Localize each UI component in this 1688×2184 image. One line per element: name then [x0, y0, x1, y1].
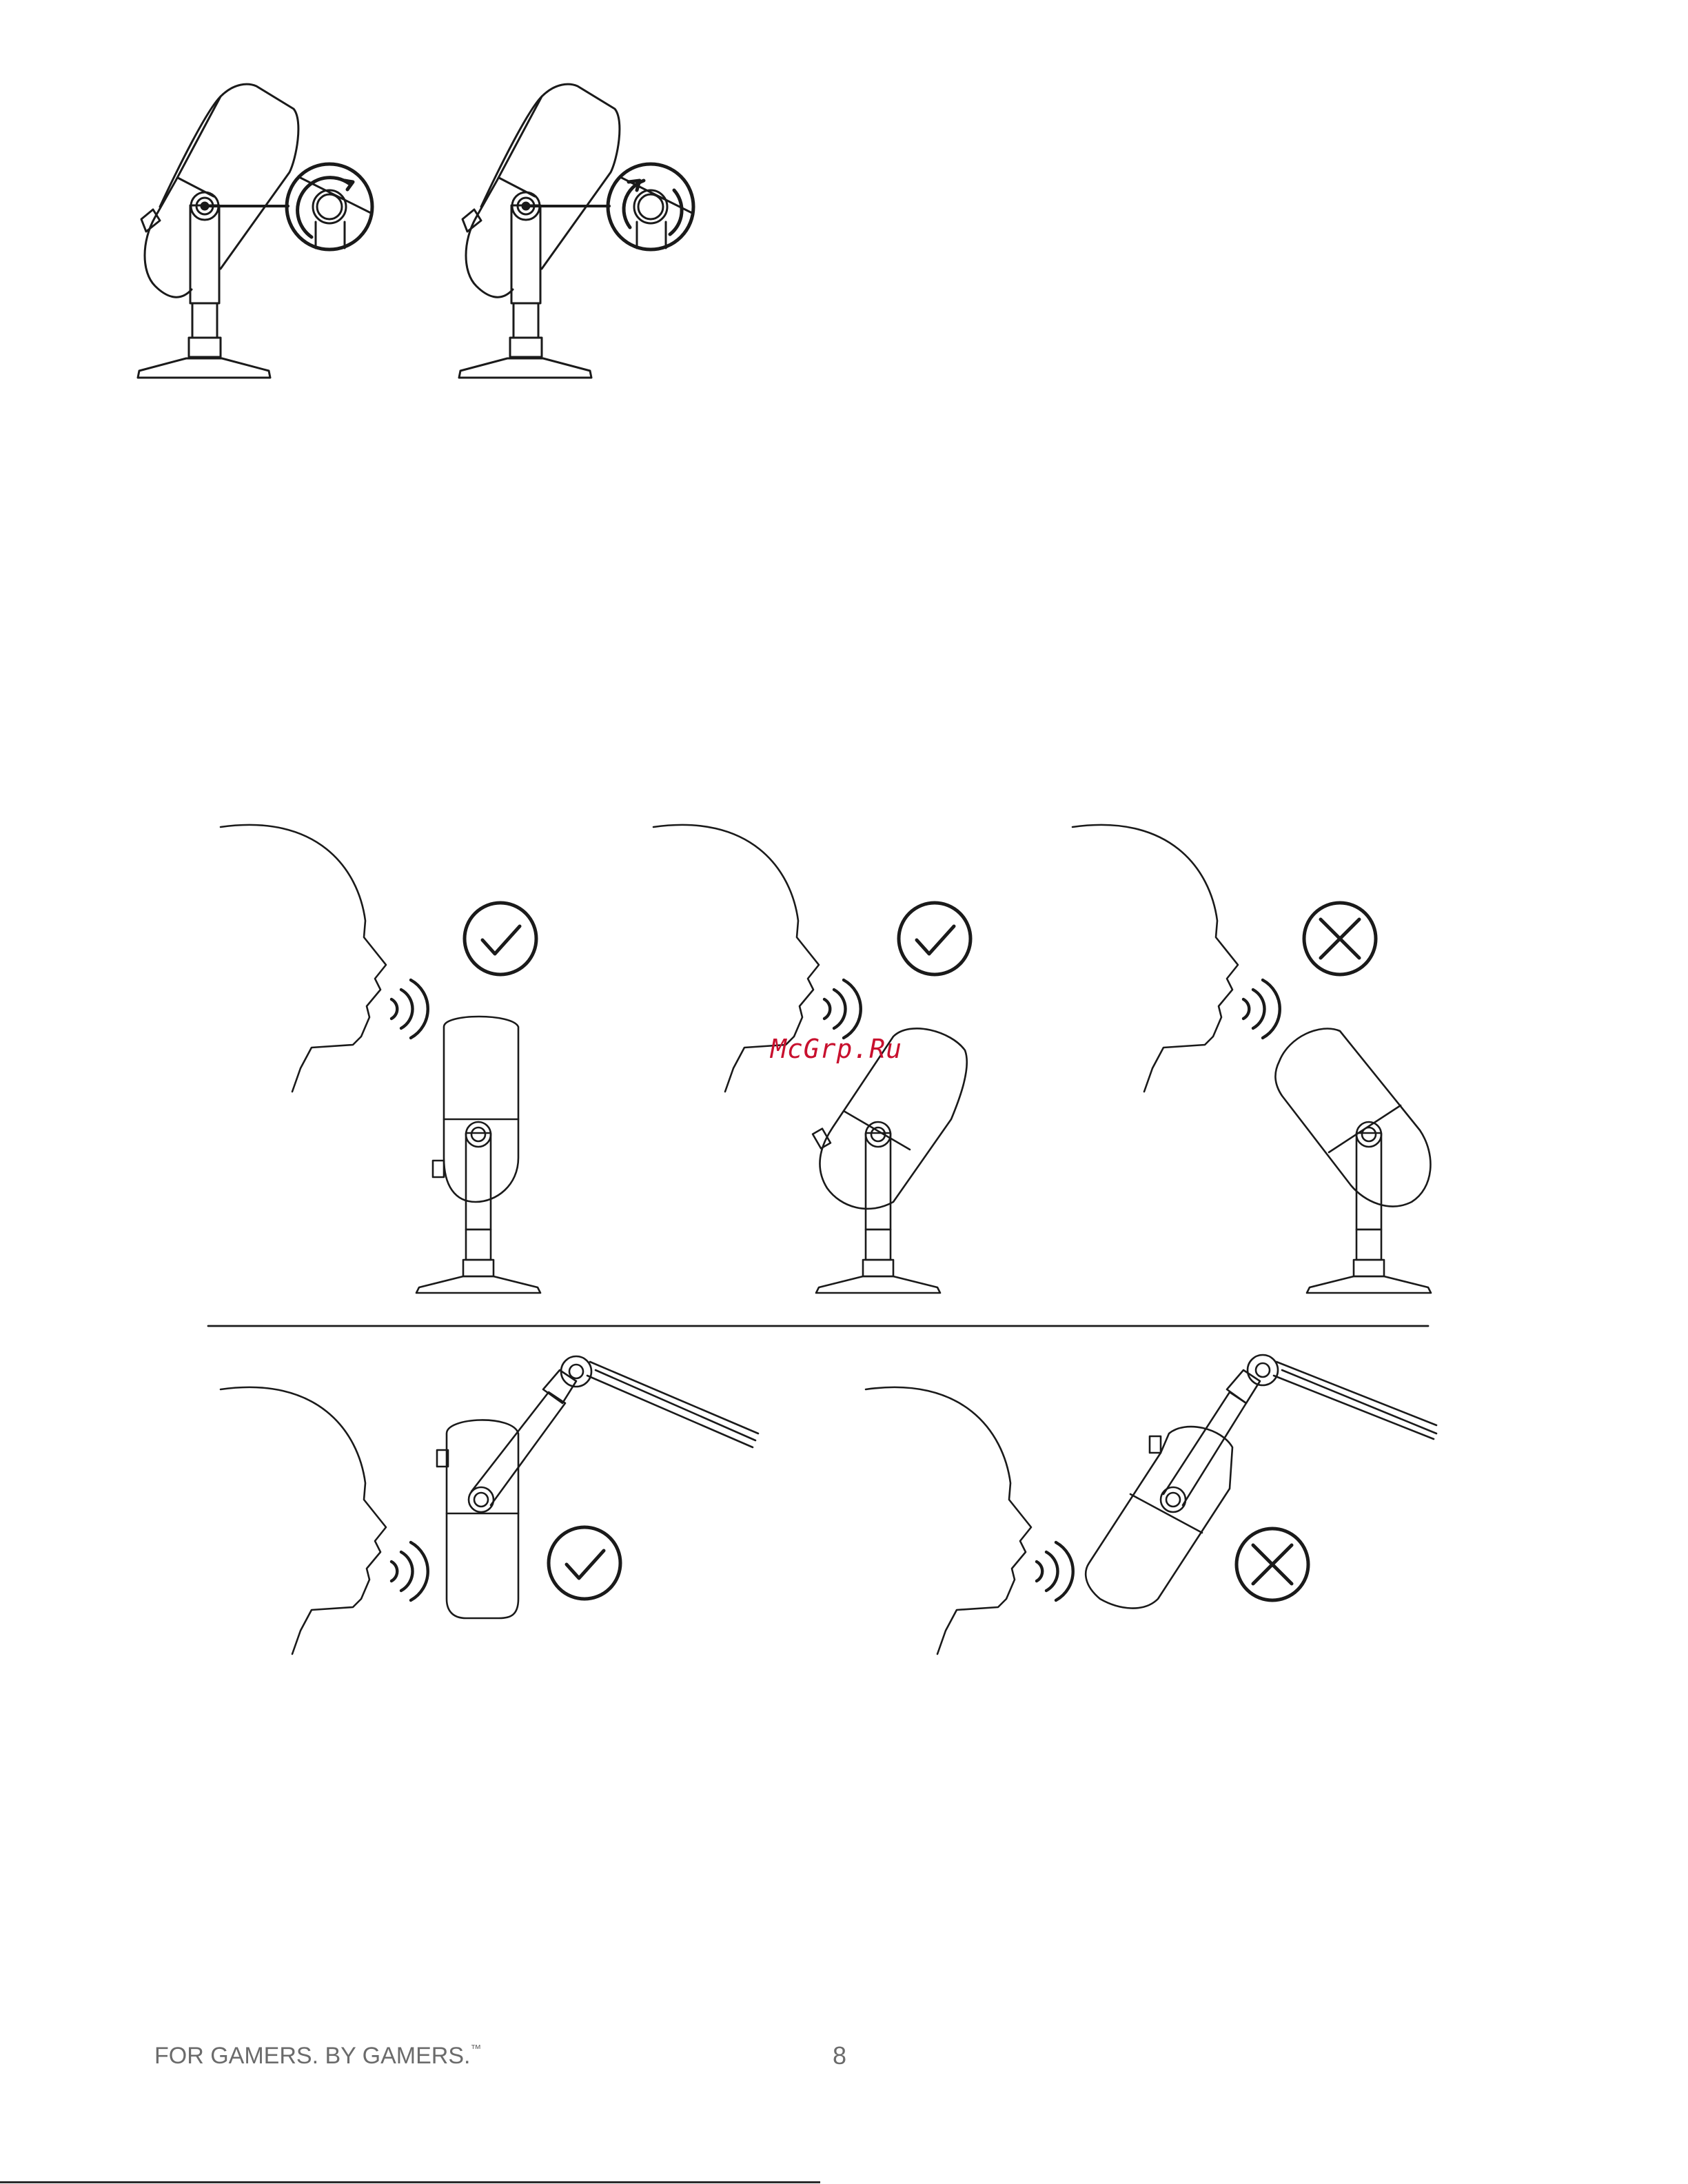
footer-tagline: FOR GAMERS. BY GAMERS.™: [154, 2043, 481, 2070]
check-icon: [899, 903, 970, 974]
head-profile-1: [221, 825, 386, 1092]
cross-icon: [1237, 1529, 1308, 1600]
trademark-symbol: ™: [470, 2043, 481, 2055]
page-number: 8: [833, 2041, 846, 2070]
head-profile-4: [221, 1387, 386, 1654]
upright-stand-mic: [416, 1017, 540, 1293]
boom-arm-tilted-mic: [1086, 1355, 1436, 1609]
tilted-away-stand-mic: [1275, 1029, 1431, 1293]
head-profile-3: [1072, 825, 1238, 1092]
tilted-toward-stand-mic: [813, 1028, 967, 1293]
cross-icon: [1304, 903, 1376, 974]
tagline-text: FOR GAMERS. BY GAMERS.: [154, 2043, 470, 2069]
sound-waves-icon: [392, 1542, 428, 1600]
sound-waves-icon: [1037, 1542, 1073, 1600]
sound-waves-icon: [824, 980, 861, 1038]
head-profile-5: [866, 1387, 1031, 1654]
bottom-rule: [0, 2181, 820, 2183]
sound-waves-icon: [1243, 980, 1280, 1038]
check-icon: [549, 1527, 620, 1599]
sound-waves-icon: [392, 980, 428, 1038]
boom-arm-upright-mic: [437, 1356, 758, 1618]
watermark: McGrp.Ru: [771, 1034, 902, 1064]
check-icon: [465, 903, 536, 974]
